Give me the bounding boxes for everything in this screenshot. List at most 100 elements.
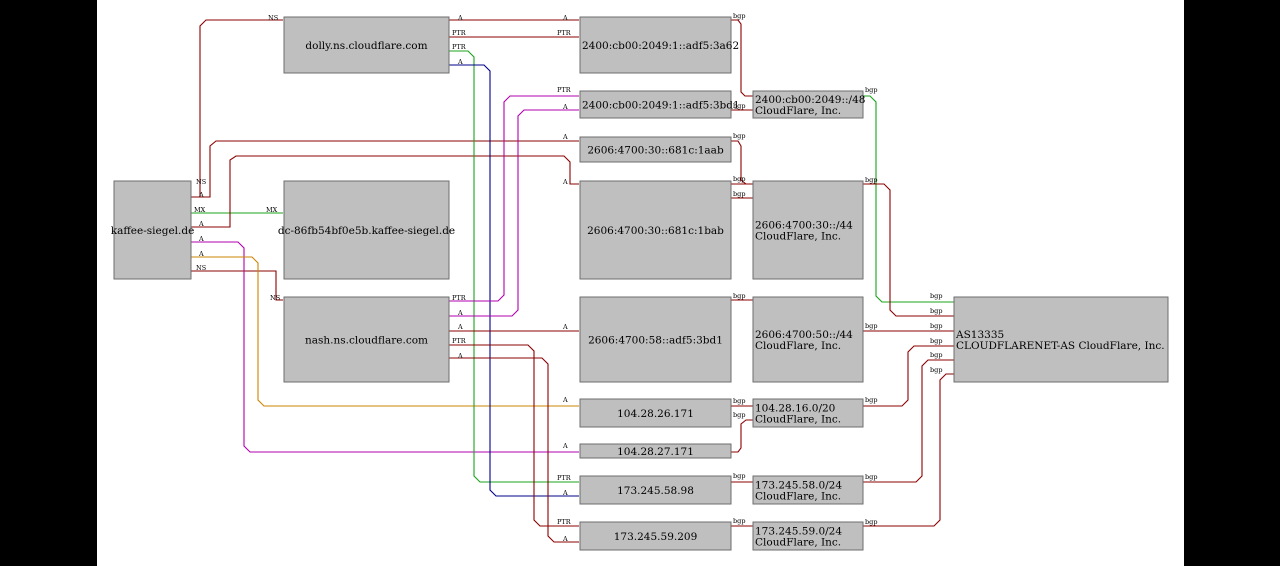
- node-box: [579, 90, 732, 119]
- edge-src-label: A: [457, 323, 463, 331]
- node-box: [283, 16, 450, 74]
- node-ip6-3bd1: 2400:cb00:2049:1::adf5:3bd1: [579, 90, 740, 119]
- edge-e10: [449, 50, 579, 483]
- node-ip6-3a62: 2400:cb00:2049:1::adf5:3a62: [579, 16, 739, 74]
- node-ip4-27: 104.28.27.171: [579, 443, 732, 459]
- edge-src-label: bgp: [865, 322, 877, 330]
- node-box: [579, 136, 732, 163]
- edge-dst-label: bgp: [930, 292, 942, 300]
- node-ip6-58: 2606:4700:58::adf5:3bd1: [579, 296, 732, 383]
- edge-src-label: bgp: [865, 176, 877, 184]
- node-box: [752, 475, 864, 505]
- edge-e5: [191, 155, 579, 228]
- node-box: [579, 16, 732, 74]
- edge-src-label: bgp: [733, 397, 745, 405]
- node-dolly: dolly.ns.cloudflare.com: [283, 16, 450, 74]
- node-label: CloudFlare, Inc.: [755, 491, 841, 503]
- edge-dst-label: bgp: [930, 337, 942, 345]
- edge-src-label: PTR: [452, 337, 467, 345]
- node-box: [579, 475, 732, 505]
- node-label: 173.245.58.98: [617, 485, 694, 497]
- node-label: 104.28.16.0/20: [755, 403, 835, 415]
- edge-e24: [731, 419, 753, 453]
- node-kaffee: kaffee-siegel.de: [111, 180, 194, 280]
- node-label: 2400:cb00:2049:1::adf5:3bd1: [582, 100, 740, 112]
- node-label: 173.245.58.0/24: [755, 480, 842, 492]
- node-box: [579, 398, 732, 428]
- node-box: [752, 398, 864, 428]
- edge-src-label: bgp: [733, 472, 745, 480]
- edge-e3: [191, 270, 283, 301]
- node-label: 2606:4700:30::/44: [755, 220, 853, 232]
- node-label: CloudFlare, Inc.: [755, 231, 841, 243]
- edge-e32: [863, 373, 954, 527]
- edge-dst-label: A: [562, 442, 568, 450]
- edge-dst-label: NS: [268, 14, 278, 22]
- node-label: 2606:4700:30::681c:1bab: [587, 225, 724, 237]
- node-label: 2606:4700:30::681c:1aab: [587, 145, 724, 157]
- node-nash: nash.ns.cloudflare.com: [283, 296, 450, 383]
- edge-dst-label: bgp: [930, 307, 942, 315]
- edge-e1: [191, 19, 283, 198]
- edge-e17: [731, 19, 753, 97]
- edge-src-label: A: [198, 220, 204, 228]
- edge-dst-label: A: [562, 489, 568, 497]
- edge-dst-label: bgp: [930, 322, 942, 330]
- edge-src-label: A: [457, 309, 463, 317]
- node-ip6-1aab: 2606:4700:30::681c:1aab: [579, 136, 732, 163]
- node-label: 2400:cb00:2049:1::adf5:3a62: [582, 40, 739, 52]
- edge-e4: [191, 140, 579, 198]
- node-box: [283, 296, 450, 383]
- edge-src-label: bgp: [733, 175, 745, 183]
- edge-src-label: A: [457, 14, 463, 22]
- edge-src-label: bgp: [733, 102, 745, 110]
- edge-dst-label: PTR: [557, 86, 572, 94]
- edge-src-label: bgp: [733, 411, 745, 419]
- node-label: dc-86fb54bf0e5b.kaffee-siegel.de: [278, 225, 455, 237]
- node-label: CloudFlare, Inc.: [755, 340, 841, 352]
- graph-canvas: kaffee-siegel.de dolly.ns.cloudflare.com d…: [97, 0, 1184, 566]
- edge-dst-label: A: [562, 14, 568, 22]
- node-ip4-26: 104.28.26.171: [579, 398, 732, 428]
- edge-src-label: bgp: [865, 86, 877, 94]
- node-label: 104.28.27.171: [617, 446, 694, 458]
- node-ip6-1bab: 2606:4700:30::681c:1bab: [579, 180, 732, 280]
- node-box: [752, 296, 864, 383]
- dns-graph: kaffee-siegel.de dolly.ns.cloudflare.com d…: [111, 12, 1169, 551]
- edge-e6: [191, 241, 579, 453]
- node-label: CloudFlare, Inc.: [755, 414, 841, 426]
- edge-src-label: A: [198, 235, 204, 243]
- edge-src-label: A: [457, 352, 463, 360]
- node-box: [579, 443, 732, 459]
- edge-src-label: NS: [196, 178, 206, 186]
- node-ip4-209: 173.245.59.209: [579, 521, 732, 551]
- edge-e12: [449, 95, 579, 302]
- node-box: [752, 180, 864, 280]
- edge-dst-label: A: [562, 103, 568, 111]
- edge-src-label: bgp: [865, 473, 877, 481]
- edge-dst-label: NS: [270, 294, 280, 302]
- node-box: [579, 180, 732, 280]
- edge-src-label: bgp: [733, 517, 745, 525]
- node-label: 2606:4700:58::adf5:3bd1: [588, 335, 723, 347]
- edge-src-label: PTR: [452, 29, 467, 37]
- edge-e11: [449, 64, 579, 497]
- node-label: 173.245.59.209: [614, 531, 698, 543]
- node-label: 2400:cb00:2049::/48: [755, 94, 865, 106]
- edge-dst-label: A: [562, 133, 568, 141]
- node-label: nash.ns.cloudflare.com: [305, 335, 428, 347]
- edge-src-label: bgp: [733, 12, 745, 20]
- node-box: [752, 90, 864, 119]
- edge-dst-label: A: [562, 535, 568, 543]
- edge-src-label: bgp: [865, 518, 877, 526]
- edge-src-label: PTR: [452, 43, 467, 51]
- node-label: AS13335: [955, 329, 1004, 341]
- edge-src-label: MX: [194, 206, 206, 214]
- edge-e7: [191, 256, 579, 407]
- edge-src-label: NS: [196, 264, 206, 272]
